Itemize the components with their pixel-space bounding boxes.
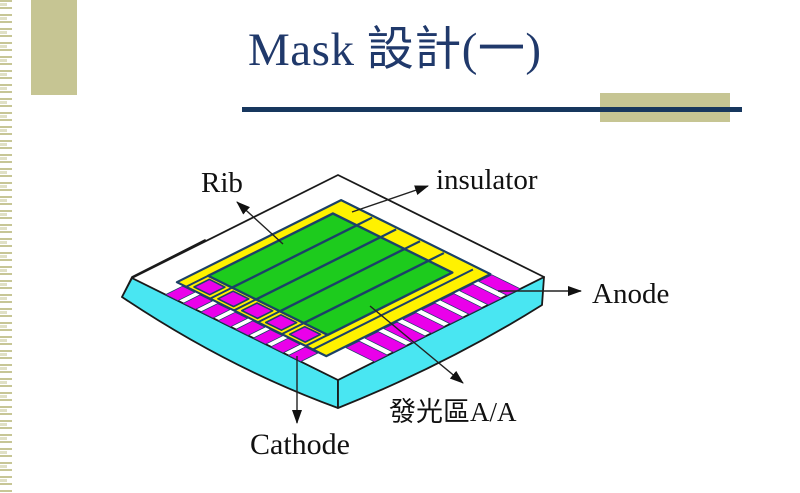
opening-cell-divider — [209, 286, 233, 300]
insulator-band-line — [312, 268, 474, 351]
anode-finger — [421, 302, 464, 325]
opening-cell-divider — [281, 322, 305, 336]
rib-label: Rib — [201, 167, 243, 199]
mask-design-diagram: Rib insulator Anode 發光區A/A Cathode — [121, 164, 669, 461]
anode-finger — [459, 283, 502, 306]
anode-finger — [478, 274, 521, 296]
anode-label: Anode — [592, 278, 669, 310]
cathode-label: Cathode — [250, 428, 350, 461]
insulator-opening — [264, 313, 298, 332]
insulator-opening — [193, 278, 226, 296]
accent-block-top-left — [31, 0, 77, 95]
tab-divider — [427, 252, 445, 262]
rib-line — [231, 224, 358, 289]
emitting-area-block — [206, 212, 454, 337]
tab-divider — [404, 240, 421, 250]
tab-divider — [356, 216, 373, 227]
rib-arrow — [236, 201, 284, 245]
cathode-finger — [235, 320, 266, 336]
diagram-shapes — [121, 174, 582, 424]
emitting-area-label: 發光區A/A — [389, 397, 517, 427]
opening-cell-divider — [305, 334, 329, 347]
opening-cell-divider — [257, 310, 281, 324]
cathode-finger — [165, 285, 196, 302]
substrate-front-right-face — [337, 276, 545, 409]
insulator-opening — [217, 290, 250, 308]
rib-line — [279, 247, 406, 313]
title-divider — [242, 107, 742, 112]
insulator-arrow — [351, 185, 429, 213]
emitting-area-arrow — [369, 305, 464, 384]
opening-cell-divider — [233, 298, 257, 312]
substrate-front-left-face — [121, 277, 339, 409]
cathode-finger — [200, 303, 231, 319]
anode-finger — [364, 331, 408, 353]
anode-finger — [440, 293, 483, 315]
rib-line — [255, 236, 382, 301]
cathode-finger — [252, 329, 284, 345]
tab-divider — [380, 228, 397, 239]
opening-cell-divider — [185, 274, 209, 288]
left-stripe-decor-overlay — [0, 3, 7, 493]
insulator-opening — [241, 302, 274, 320]
insulator-opening — [288, 325, 322, 343]
rib-line — [303, 259, 429, 325]
slide-title: Mask 設計(一) — [248, 24, 542, 76]
cathode-finger — [182, 294, 213, 310]
cathode-finger — [270, 337, 301, 354]
anode-finger — [345, 340, 389, 363]
insulator-label: insulator — [436, 164, 538, 196]
cathode-finger — [217, 311, 248, 328]
diagram-labels: Rib insulator Anode 發光區A/A Cathode — [201, 164, 669, 461]
anode-finger — [402, 312, 445, 334]
